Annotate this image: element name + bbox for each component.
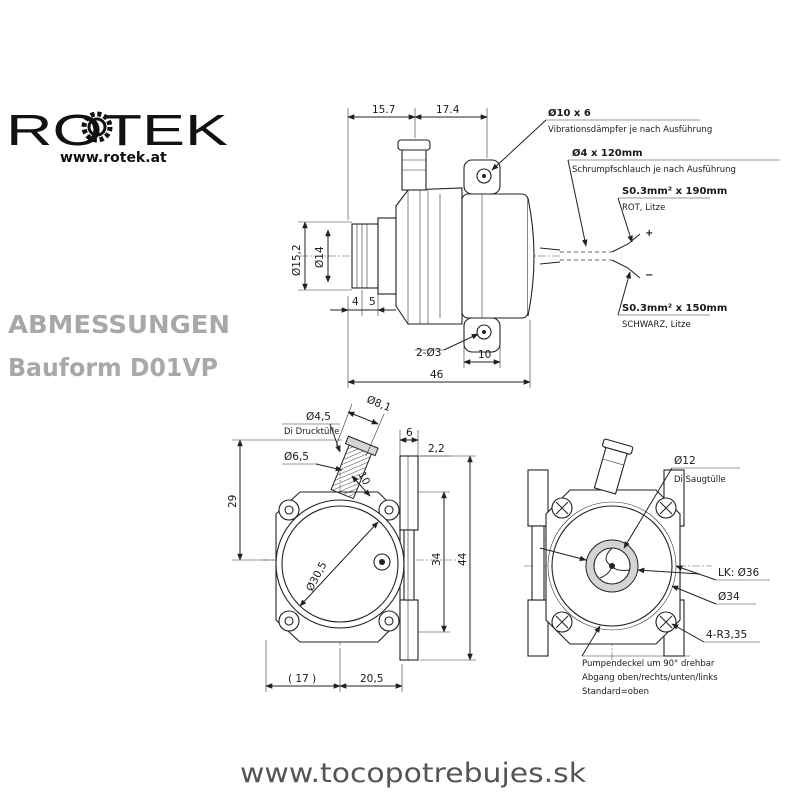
brand-block: ROTEK www.rotek.at	[6, 106, 228, 166]
dim-4: 4	[352, 296, 359, 308]
outlet-label: Di Drucktülle	[284, 427, 339, 437]
callout-red-wire-text: ROT, Litze	[622, 203, 665, 213]
screw-bottom-right	[655, 611, 677, 633]
dim-20-5: 20,5	[360, 673, 383, 685]
dim-44: 44	[457, 552, 469, 566]
dim-34-front: 34	[431, 552, 443, 566]
heading-model: Bauform D01VP	[8, 353, 218, 382]
callout-damper-text: Vibrationsdämpfer je nach Ausführung	[548, 125, 712, 135]
brand-logo-text: ROTEK	[6, 106, 228, 155]
dim-bolt-circle-36: LK: Ø36	[718, 567, 760, 579]
dim-2x-diameter-3: 2-Ø3	[416, 347, 441, 359]
callout-sleeve-dim: Ø4 x 120mm	[572, 147, 643, 159]
screw-top-right	[655, 497, 677, 519]
dim-diameter-14: Ø14	[314, 246, 326, 268]
dim-29: 29	[227, 495, 239, 508]
heading-dimensions: ABMESSUNGEN	[8, 310, 230, 339]
dim-diameter-8-1: Ø8,1	[365, 394, 393, 414]
rotek-gear-icon	[81, 111, 113, 143]
footer-watermark: www.tocopotrebujes.sk	[240, 758, 586, 789]
front-view: 6 2,2 34 44 29 Ø30,5 Ø4,5 Di Drucktülle …	[227, 394, 476, 692]
note-standard-top: Standard=oben	[582, 687, 649, 697]
note-outlet-directions: Abgang oben/rechts/unten/links	[582, 673, 718, 683]
dim-diameter-12: Ø12	[674, 455, 696, 467]
minus-terminal-label: −	[645, 270, 653, 281]
inlet-label: Di Saugtülle	[674, 475, 726, 485]
dim-15-7: 15.7	[372, 104, 395, 116]
dim-diameter-6-5: Ø6,5	[284, 451, 309, 463]
note-cover-rotatable: Pumpendeckel um 90° drehbar	[582, 659, 715, 669]
dim-17-4: 17.4	[436, 104, 460, 116]
dim-6: 6	[406, 427, 413, 439]
dim-10-nozzle: 10	[355, 470, 372, 487]
dim-5: 5	[369, 296, 376, 308]
dim-2-2: 2,2	[428, 443, 445, 455]
side-view: + − 15.7 17.4 Ø15,2 Ø14 4 5 2-Ø3 1	[291, 104, 780, 388]
callout-black-wire-dim: S0.3mm² x 150mm	[622, 303, 727, 314]
screw-top-left	[551, 497, 573, 519]
screw-bottom-left	[551, 611, 573, 633]
callout-black-wire-text: SCHWARZ, Litze	[622, 320, 691, 330]
dim-diameter-4-5: Ø4,5	[306, 411, 331, 423]
dim-17: ( 17 )	[288, 673, 316, 685]
callout-red-wire-dim: S0.3mm² x 190mm	[622, 186, 727, 197]
back-view: Ø12 Di Saugtülle LK: Ø36 Ø34 4-R3,35 Pum…	[524, 438, 770, 697]
dim-diameter-15-2: Ø15,2	[291, 244, 303, 276]
callout-damper-dim: Ø10 x 6	[548, 107, 591, 119]
dim-diameter-34-back: Ø34	[718, 591, 740, 603]
dim-radius-4x-3-35: 4-R3,35	[706, 629, 747, 641]
brand-url: www.rotek.at	[60, 150, 167, 166]
callout-sleeve-text: Schrumpfschlauch je nach Ausführung	[572, 165, 736, 175]
dim-10-ear: 10	[478, 349, 491, 361]
dim-46-total: 46	[430, 369, 444, 381]
plus-terminal-label: +	[645, 228, 653, 239]
